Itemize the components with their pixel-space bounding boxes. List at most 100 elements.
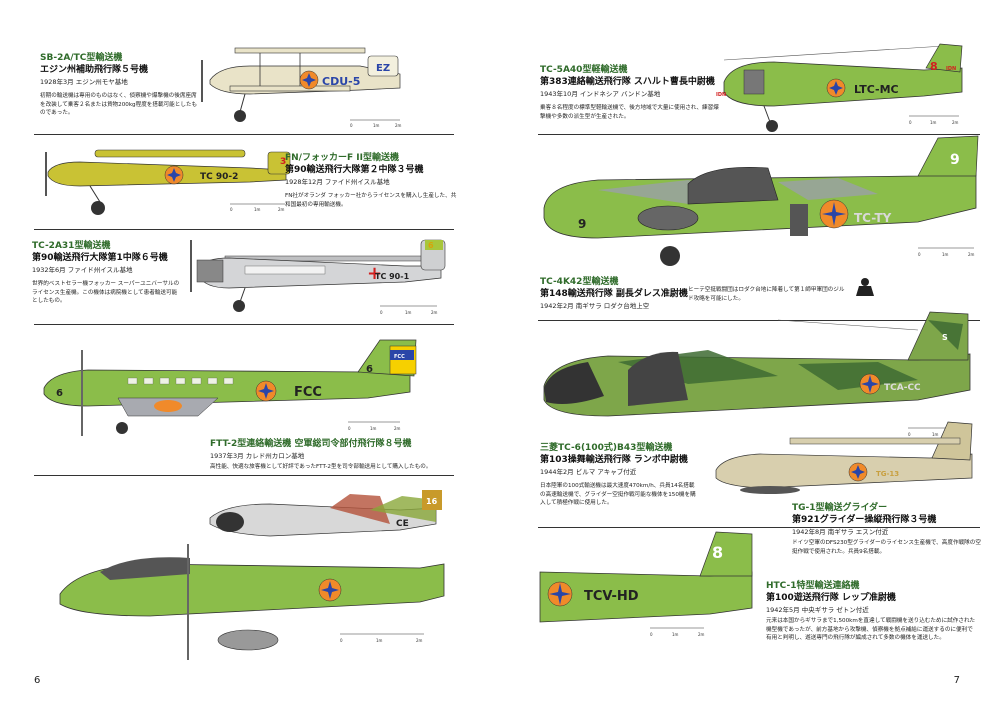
entry-date: 1937年3月 カレド州カロン基地 <box>210 452 305 460</box>
svg-text:0: 0 <box>909 120 912 125</box>
entry-description: 初期の輸送機は専用のものはなく、偵察機や爆撃機の後席座席を改装して乗客２名または… <box>40 93 198 116</box>
entry-tc4k42-note: ヒーテ空挺戦闘団はロダク台地に降着して第１師甲軍団のジルド攻略を可能にした。 <box>688 286 848 303</box>
entry-unit: 第148輸送飛行隊 副長ダレス准尉機 <box>540 289 688 299</box>
divider <box>34 134 454 135</box>
entry-title: TC-5A40型軽輸送機 <box>540 65 628 75</box>
page-number-left: 6 <box>34 675 41 686</box>
entry-title: 三菱TC-6(100式)B43型輸送機 <box>540 443 673 453</box>
svg-text:1m: 1m <box>254 207 261 212</box>
svg-text:1m: 1m <box>373 123 380 128</box>
entry-date: 1943年10月 インドネシア バンドン基地 <box>540 90 661 98</box>
entry-unit: 第100遊送飛行隊 レップ准尉機 <box>766 593 896 603</box>
entry-htc1: HTC-1特型輸送連絡機 第100遊送飛行隊 レップ准尉機 1942年5月 中央… <box>766 580 978 643</box>
tail-code: EZ <box>376 63 390 74</box>
aircraft-code: TCV-HD <box>584 589 639 604</box>
aircraft-code: TC-TY <box>854 211 892 225</box>
paratrooper-icon <box>856 278 874 296</box>
entry-date: 1942年2月 南ギサラ ロダク台地上空 <box>540 302 650 310</box>
page-number-right: 7 <box>953 675 960 686</box>
right-page: TC-5A40型軽輸送機 第383連絡輸送飛行隊 スハルト曹長中尉機 1943年… <box>520 0 1000 708</box>
svg-text:2m: 2m <box>431 310 438 315</box>
entry-date: 1928年12月 ファイド州イスル基地 <box>285 178 390 186</box>
aircraft-code: CE <box>396 519 409 529</box>
entry-title: TC-2A31型輸送機 <box>32 241 111 251</box>
entry-description: 高性能、快適な旅客機として好評であったFTT-2型を司令部輸送用として購入したも… <box>210 464 432 470</box>
entry-unit: 第103操舞輸送飛行隊 ランボ中尉機 <box>540 455 688 465</box>
svg-text:0: 0 <box>350 123 353 128</box>
entry-unit: 第90輸送飛行大隊第1中隊６号機 <box>32 253 168 263</box>
svg-text:2m: 2m <box>968 252 975 257</box>
entry-title: FN/フォッカーF II型輸送機 <box>285 153 399 163</box>
divider <box>34 475 454 476</box>
svg-text:0: 0 <box>650 632 653 637</box>
entry-date: 1944年2月 ビルマ アキャブ付近 <box>540 468 637 476</box>
entry-description: ドイツ空軍のDFS230型グライダーのライセンス生産機で、高度作戦隊の空挺作戦で… <box>792 540 981 555</box>
entry-title: TG-1型輸送グライダー <box>792 503 888 513</box>
svg-text:0: 0 <box>348 426 351 431</box>
entry-tg1: TG-1型輸送グライダー 第921グライダー操縦飛行隊３号機 1942年8月 南… <box>792 502 982 556</box>
svg-text:1m: 1m <box>942 252 949 257</box>
entry-date: 1942年8月 南ギサラ エスン付近 <box>792 528 889 536</box>
svg-text:9: 9 <box>578 217 586 231</box>
entry-ftt2: FTT-2型連絡輸送機 空軍総司令部付飛行隊８号機 1937年3月 カレド州カロ… <box>210 438 460 472</box>
aircraft-htc1-illustration: 8 TCV-HD 0 1m 2m <box>539 531 753 637</box>
entry-title: HTC-1特型輸送連絡機 <box>766 581 860 591</box>
entry-date: 1928年3月 エジン州モヤ基地 <box>40 78 128 86</box>
svg-text:1m: 1m <box>370 426 377 431</box>
aircraft-code: LTC-MC <box>854 83 899 96</box>
aircraft-composite-illustration: 16 CE 0 1m 2m <box>59 490 445 660</box>
svg-text:0: 0 <box>380 310 383 315</box>
svg-text:0: 0 <box>908 432 911 437</box>
divider <box>34 229 454 230</box>
aircraft-code: FCC <box>294 385 322 400</box>
tail-code: 6 <box>428 241 434 250</box>
svg-text:2m: 2m <box>416 638 423 643</box>
entry-title: TC-4K42型輸送機 <box>540 277 619 287</box>
entry-unit: エジン州補助飛行隊５号機 <box>40 65 149 75</box>
entry-date: 1932年6月 ファイド州イスル基地 <box>32 266 133 274</box>
entry-title: FTT-2型連絡輸送機 空軍総司令部付飛行隊８号機 <box>210 439 412 449</box>
svg-text:2m: 2m <box>698 632 705 637</box>
tail-nation: IDN <box>946 66 956 72</box>
tail-code: 9 <box>950 152 960 168</box>
svg-text:1m: 1m <box>672 632 679 637</box>
svg-text:1m: 1m <box>376 638 383 643</box>
svg-text:6: 6 <box>366 364 373 375</box>
svg-text:1m: 1m <box>405 310 412 315</box>
svg-text:+: + <box>367 263 382 284</box>
aircraft-code: CDU-5 <box>322 75 360 88</box>
entry-description: FN社がオランダ フォッカー社からライセンスを購入し生産した、共和国最初の専用輸… <box>285 193 457 208</box>
aircraft-code: TC 90-2 <box>200 172 238 182</box>
aircraft-code: TC 90-1 <box>375 272 410 281</box>
svg-text:IDN: IDN <box>716 92 726 98</box>
entry-description: ヒーテ空挺戦闘団はロダク台地に降着して第１師甲軍団のジルド攻略を可能にした。 <box>688 287 845 302</box>
entry-title: SB-2A/TC型輸送機 <box>40 53 123 63</box>
entry-description: 乗客８名程度の標準型軽輸送機で、後方地域で大量に使用され、練習爆撃機や多数の派生… <box>540 105 719 120</box>
aircraft-tc2a31-illustration: 6 + TC 90-1 0 1m 2m <box>190 239 446 315</box>
entry-description: 世界的ベストセラー機フォッカー スーパーユニバーサルのライセンス生産機。この機体… <box>32 281 180 304</box>
entry-sb2a: SB-2A/TC型輸送機 エジン州補助飛行隊５号機 1928年3月 エジン州モヤ… <box>40 52 200 118</box>
svg-text:1m: 1m <box>932 432 939 437</box>
entry-tc2a31: TC-2A31型輸送機 第90輸送飛行大隊第1中隊６号機 1932年6月 ファイ… <box>32 240 182 306</box>
tail-code: 3 <box>280 157 286 167</box>
divider <box>34 324 454 325</box>
svg-text:2m: 2m <box>395 123 402 128</box>
left-page: SB-2A/TC型輸送機 エジン州補助飛行隊５号機 1928年3月 エジン州モヤ… <box>0 0 470 708</box>
svg-text:2m: 2m <box>394 426 401 431</box>
tail-code: 8 <box>712 543 723 562</box>
entry-tc6: 三菱TC-6(100式)B43型輸送機 第103操舞輸送飛行隊 ランボ中尉機 1… <box>540 442 700 508</box>
entry-unit: 第90輸送飛行大隊第２中隊３号機 <box>285 165 424 175</box>
divider <box>538 134 980 135</box>
entry-fokker: FN/フォッカーF II型輸送機 第90輸送飛行大隊第２中隊３号機 1928年1… <box>285 152 460 209</box>
svg-text:0: 0 <box>340 638 343 643</box>
aircraft-code: TG-13 <box>876 470 899 478</box>
aircraft-tg1-illustration: TG-13 <box>715 421 973 494</box>
entry-description: 元来は本国からギサラまで1,500kmを直達して戦闘機を送り込むために試作された… <box>766 618 976 641</box>
tail-code: 16 <box>426 497 438 506</box>
entry-date: 1942年5月 中央ギサラ ゼトン付近 <box>766 606 869 614</box>
